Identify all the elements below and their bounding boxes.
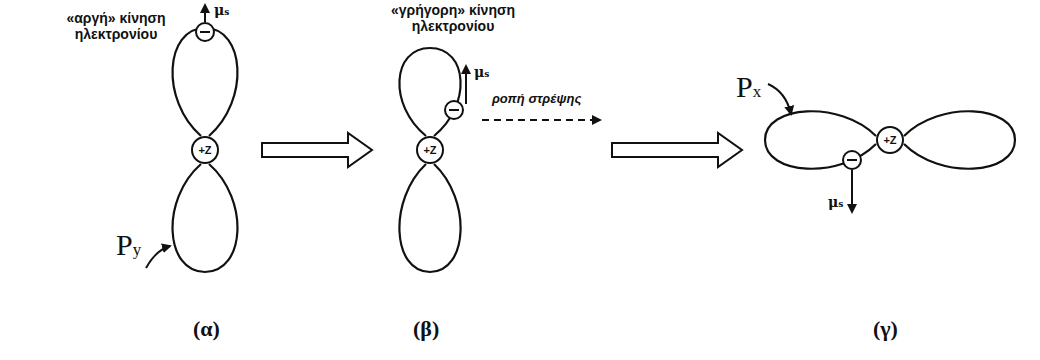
nucleus-charge: +Z [423, 145, 436, 156]
orbital-lobe [399, 48, 460, 136]
motion-note: «γρήγορη» κίνηση ηλεκτρονίου [378, 2, 528, 34]
panel-caption: (α) [193, 316, 220, 341]
pointer-arrow [768, 84, 791, 114]
torque-arrow [482, 119, 600, 121]
orbital-lobe [904, 111, 1015, 168]
nucleus-circle: +Z [416, 136, 444, 164]
transition-arrow [262, 133, 372, 167]
electron-symbol [847, 159, 857, 161]
electron-symbol [200, 31, 210, 33]
spin-arrow [465, 66, 467, 104]
spin-label: μs [214, 2, 229, 18]
transition-arrow [612, 133, 742, 167]
orbital-lobe [173, 28, 238, 136]
panel-caption: (γ) [873, 316, 898, 341]
motion-note: «αργή» κίνηση ηλεκτρονίου [60, 10, 172, 42]
spin-label: μs [828, 194, 843, 210]
nucleus-circle: +Z [876, 126, 904, 154]
orbital-label: Px [736, 70, 761, 105]
panel-caption: (β) [413, 316, 439, 341]
nucleus-circle: +Z [191, 136, 219, 164]
spin-label: μs [474, 64, 489, 80]
electron-symbol [196, 23, 214, 41]
electron-symbol [843, 151, 861, 169]
pointer-arrow [146, 246, 170, 268]
electron-symbol [445, 101, 463, 119]
orbital-lobe [765, 111, 876, 168]
torque-label: ροπή στρέψης [492, 92, 581, 107]
nucleus-charge: +Z [883, 135, 896, 146]
spin-arrow [204, 5, 206, 22]
orbital-label: Py [116, 228, 141, 263]
electron-symbol [449, 109, 459, 111]
orbital-lobe [399, 164, 460, 272]
orbital-lobe [173, 164, 238, 272]
nucleus-charge: +Z [198, 145, 211, 156]
spin-arrow [851, 170, 853, 212]
